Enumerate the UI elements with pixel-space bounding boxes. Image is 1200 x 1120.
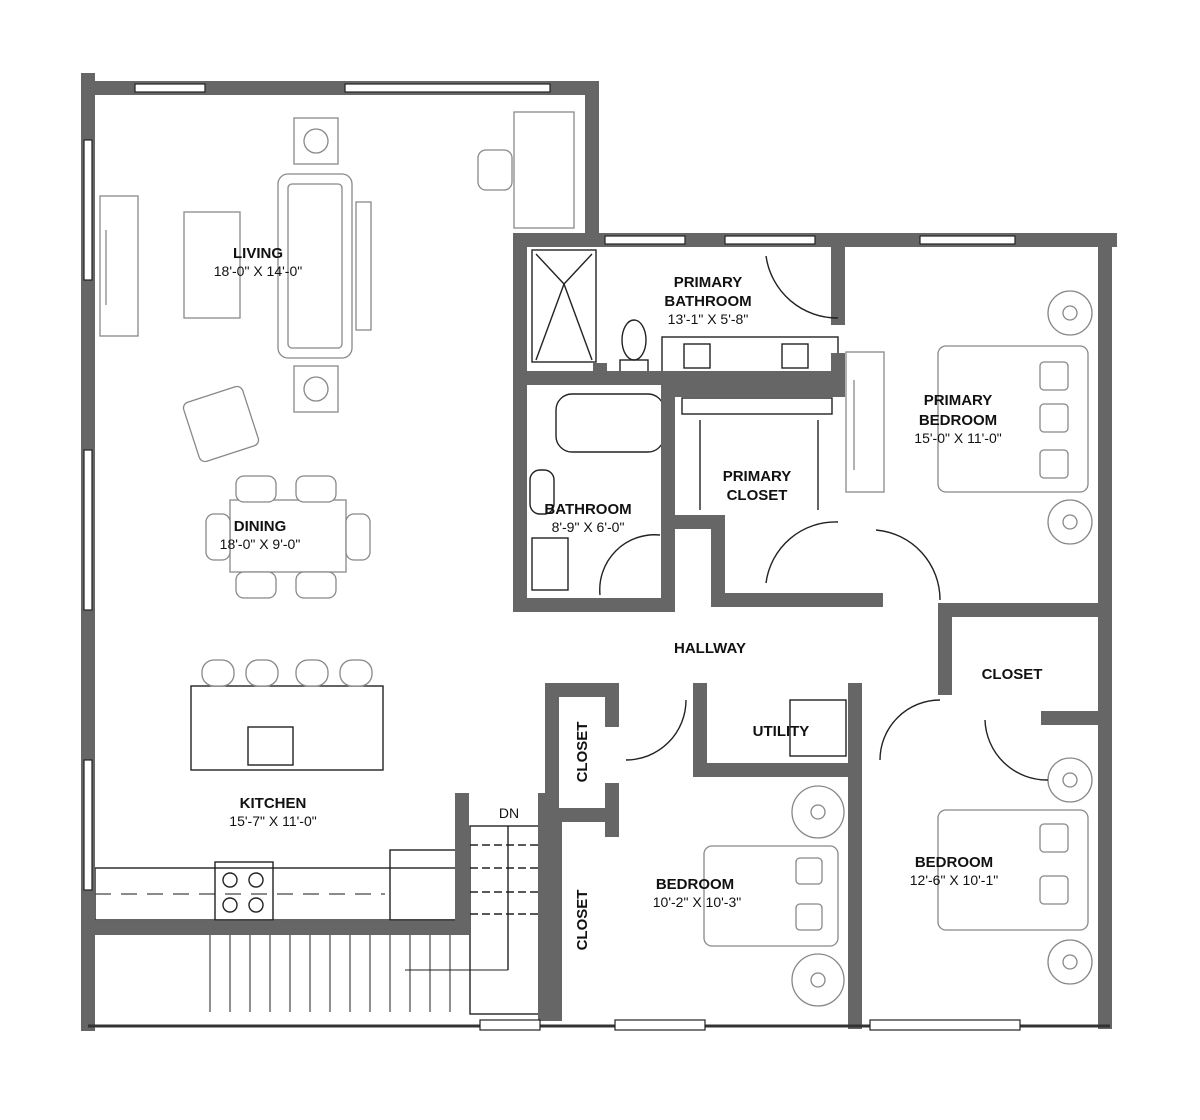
closet-upper-name: CLOSET — [574, 722, 591, 783]
bathroom-name: BATHROOM — [544, 501, 631, 518]
closet-right-name: CLOSET — [982, 666, 1043, 683]
room-labels: LIVING 18'-0" X 14'-0" DINING 18'-0" X 9… — [214, 245, 1043, 950]
stairs-down-label: DN — [499, 805, 519, 821]
staircase: DN — [209, 805, 547, 1015]
windows — [83, 83, 1021, 1031]
kitchen-island — [190, 685, 384, 771]
washer-dryer — [789, 699, 847, 757]
dining-name: DINING — [234, 518, 287, 535]
bedroom-mid-dims: 10'-2" X 10'-3" — [653, 894, 741, 910]
primary-bedroom-dims: 15'-0" X 11'-0" — [914, 430, 1001, 446]
coffee-table — [183, 211, 241, 319]
primary-bedroom-name1: PRIMARY — [924, 392, 993, 409]
kitchen-name: KITCHEN — [240, 795, 307, 812]
primary-closet-name1: PRIMARY — [723, 468, 792, 485]
shower — [531, 249, 597, 363]
console-table — [355, 201, 372, 331]
primary-bathroom-dims: 13'-1" X 5'-8" — [668, 311, 749, 327]
hallway-name: HALLWAY — [674, 640, 746, 657]
dining-dims: 18'-0" X 9'-0" — [220, 536, 301, 552]
desk-chair — [477, 149, 513, 191]
utility-name: UTILITY — [753, 723, 810, 740]
bathroom-dims: 8'-9" X 6'-0" — [552, 519, 625, 535]
closet-lower-name: CLOSET — [574, 890, 591, 951]
island-sink — [247, 726, 294, 766]
furniture — [94, 111, 1093, 1007]
sink — [531, 537, 569, 591]
armchair — [182, 385, 260, 463]
living-name: LIVING — [233, 245, 283, 262]
bedroom-mid-name: BEDROOM — [656, 876, 734, 893]
desk — [513, 111, 575, 229]
bedroom-right-dims: 12'-6" X 10'-1" — [910, 872, 998, 888]
kitchen-dims: 15'-7" X 11'-0" — [229, 813, 316, 829]
bedroom-right-name: BEDROOM — [915, 854, 993, 871]
range — [214, 861, 274, 921]
toilet — [529, 469, 555, 515]
primary-bedroom-name2: BEDROOM — [919, 412, 997, 429]
refrigerator — [389, 849, 461, 921]
bathtub — [555, 393, 665, 453]
living-dims: 18'-0" X 14'-0" — [214, 263, 302, 279]
bar-stools — [201, 659, 373, 687]
toilet — [621, 319, 647, 361]
primary-bathroom-name2: BATHROOM — [664, 293, 751, 310]
dresser — [845, 351, 885, 493]
primary-closet-name2: CLOSET — [727, 487, 788, 504]
doors[interactable] — [599, 255, 1049, 781]
primary-bathroom-name1: PRIMARY — [674, 274, 743, 291]
